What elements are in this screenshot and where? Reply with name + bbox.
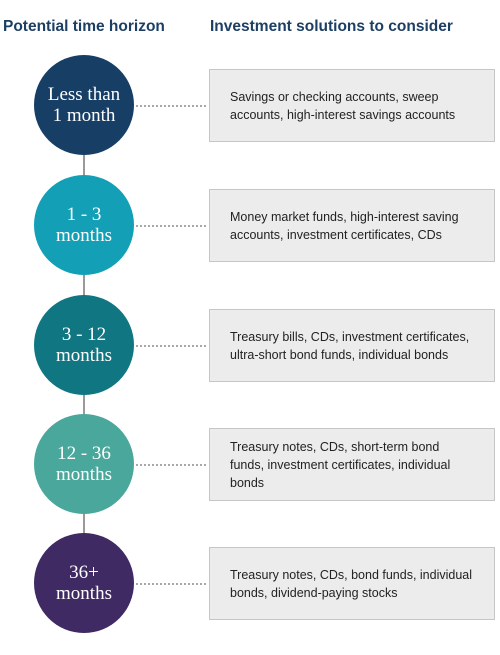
solutions-box: Savings or checking accounts, sweep acco… bbox=[209, 69, 495, 142]
timeline-row: 12 - 36 months Treasury notes, CDs, shor… bbox=[0, 414, 500, 514]
solutions-text: Money market funds, high-interest saving… bbox=[230, 209, 459, 242]
dotted-connector bbox=[136, 583, 206, 585]
dotted-connector bbox=[136, 464, 206, 466]
timeline-row: 3 - 12 months Treasury bills, CDs, inves… bbox=[0, 295, 500, 395]
solutions-box: Treasury notes, CDs, bond funds, individ… bbox=[209, 547, 495, 620]
horizon-label: 1 - 3 months bbox=[56, 204, 112, 246]
investment-solutions-header: Investment solutions to consider bbox=[210, 18, 453, 35]
dotted-connector bbox=[136, 225, 206, 227]
timeline-row: 1 - 3 months Money market funds, high-in… bbox=[0, 175, 500, 275]
time-horizon-header: Potential time horizon bbox=[3, 18, 165, 35]
solutions-text: Treasury bills, CDs, investment certific… bbox=[230, 329, 470, 362]
timeline-row: Less than 1 month Savings or checking ac… bbox=[0, 55, 500, 155]
solutions-text: Treasury notes, CDs, bond funds, individ… bbox=[230, 567, 473, 600]
solutions-box: Treasury bills, CDs, investment certific… bbox=[209, 309, 495, 382]
horizon-circle: 3 - 12 months bbox=[34, 295, 134, 395]
horizon-label: 3 - 12 months bbox=[56, 324, 112, 366]
horizon-label: 36+ months bbox=[56, 562, 112, 604]
solutions-text: Treasury notes, CDs, short-term bond fun… bbox=[230, 439, 451, 490]
horizon-circle: 12 - 36 months bbox=[34, 414, 134, 514]
solutions-box: Treasury notes, CDs, short-term bond fun… bbox=[209, 428, 495, 501]
dotted-connector bbox=[136, 345, 206, 347]
solutions-text: Savings or checking accounts, sweep acco… bbox=[230, 89, 456, 122]
dotted-connector bbox=[136, 105, 206, 107]
horizon-circle: Less than 1 month bbox=[34, 55, 134, 155]
horizon-circle: 1 - 3 months bbox=[34, 175, 134, 275]
horizon-circle: 36+ months bbox=[34, 533, 134, 633]
timeline-row: 36+ months Treasury notes, CDs, bond fun… bbox=[0, 533, 500, 633]
solutions-box: Money market funds, high-interest saving… bbox=[209, 189, 495, 262]
horizon-label: Less than 1 month bbox=[47, 84, 121, 126]
horizon-label: 12 - 36 months bbox=[56, 443, 112, 485]
